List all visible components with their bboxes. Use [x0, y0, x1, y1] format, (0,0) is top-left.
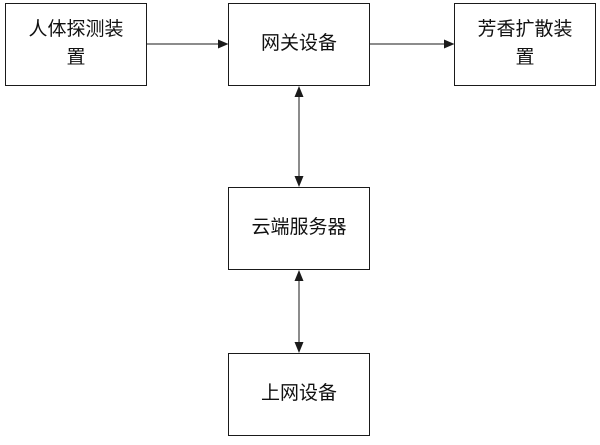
node-human-detector: 人体探测装 置: [5, 3, 147, 86]
edge-human-detector-to-gateway-arrowhead: [218, 39, 229, 49]
node-internet-device: 上网设备: [228, 353, 370, 436]
node-gateway-label: 网关设备: [261, 32, 337, 54]
node-cloud-server: 云端服务器: [228, 187, 370, 270]
node-internet-device-box: [228, 353, 370, 436]
node-gateway: 网关设备: [228, 3, 370, 86]
node-cloud-server-label: 云端服务器: [251, 216, 346, 238]
edge-gateway-cloud-server-arrowhead-up: [294, 86, 304, 97]
node-human-detector-label-line2: 置: [66, 46, 85, 68]
node-cloud-server-box: [228, 187, 370, 270]
edge-gateway-to-aroma-diffuser-arrowhead: [444, 39, 455, 49]
edge-gateway-to-aroma-diffuser: [369, 39, 455, 49]
node-human-detector-box: [5, 3, 147, 86]
node-internet-device-label: 上网设备: [261, 382, 337, 404]
edge-cloud-server-internet-device-arrowhead-down: [294, 342, 304, 353]
node-human-detector-label-line1: 人体探测装: [28, 18, 123, 40]
node-gateway-box: [228, 3, 370, 86]
edge-human-detector-to-gateway: [146, 39, 229, 49]
edge-cloud-server-internet-device: [294, 270, 304, 353]
node-aroma-diffuser: 芳香扩散装 置: [454, 3, 596, 86]
edge-gateway-cloud-server-arrowhead-down: [294, 176, 304, 187]
node-aroma-diffuser-label-line1: 芳香扩散装: [477, 18, 572, 40]
edge-gateway-cloud-server: [294, 86, 304, 187]
node-aroma-diffuser-box: [454, 3, 596, 86]
node-aroma-diffuser-label-line2: 置: [515, 46, 534, 68]
edge-cloud-server-internet-device-arrowhead-up: [294, 270, 304, 281]
